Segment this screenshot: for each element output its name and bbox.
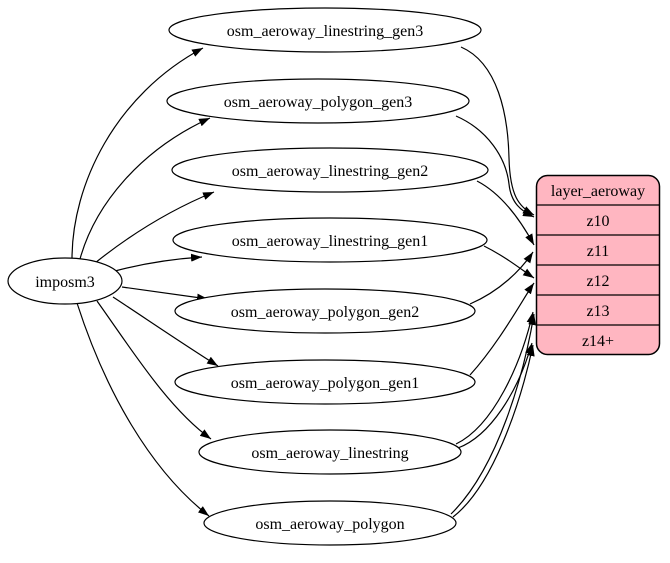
edge-osm-aeroway-linestring-gen1-to-z12: [483, 245, 535, 279]
node-osm-aeroway-polygon: osm_aeroway_polygon: [203, 500, 457, 546]
node-osm-aeroway-linestring: osm_aeroway_linestring: [198, 429, 462, 475]
table-ellipse: [168, 7, 482, 53]
table-label: osm_aeroway_polygon_gen2: [231, 304, 419, 321]
edge-osm-aeroway-linestring-gen3-to-z10: [460, 46, 535, 216]
table-label: osm_aeroway_linestring: [251, 445, 408, 462]
edge-osm-aeroway-polygon-to-z14plus: [452, 344, 535, 518]
edge-imposm3-to-osm-aeroway-polygon-gen2: [121, 286, 209, 302]
edge-osm-aeroway-polygon-gen3-to-z10: [455, 115, 535, 218]
table-ellipse: [174, 288, 476, 334]
edge-osm-aeroway-linestring-to-z14plus: [457, 342, 533, 449]
source-edges: [71, 47, 219, 517]
layer-edges: [450, 46, 537, 518]
table-ellipse: [198, 429, 462, 475]
layer-title: layer_aeroway: [551, 183, 645, 200]
edge-imposm3-to-osm-aeroway-linestring: [96, 300, 212, 440]
table-label: osm_aeroway_polygon_gen1: [231, 375, 419, 392]
row-z11: z11: [587, 243, 610, 260]
table-label: osm_aeroway_linestring_gen1: [232, 233, 428, 250]
edge-imposm3-to-osm-aeroway-polygon: [76, 302, 210, 517]
edge-osm-aeroway-linestring-gen2-to-z11: [476, 180, 535, 246]
table-label: osm_aeroway_linestring_gen2: [232, 163, 428, 180]
table-label: osm_aeroway_polygon_gen3: [224, 94, 412, 111]
imposm3-ellipse: [7, 257, 123, 305]
table-label: osm_aeroway_linestring_gen3: [227, 23, 423, 40]
table-ellipse: [166, 78, 470, 124]
node-osm-aeroway-polygon-gen1: osm_aeroway_polygon_gen1: [174, 359, 476, 405]
row-z10: z10: [586, 213, 609, 230]
table-ellipse: [171, 147, 489, 193]
edge-imposm3-to-osm-aeroway-polygon-gen1: [112, 296, 219, 367]
node-osm-aeroway-polygon-gen3: osm_aeroway_polygon_gen3: [166, 78, 470, 124]
edge-osm-aeroway-linestring-to-z13: [455, 311, 535, 445]
edge-imposm3-to-osm-aeroway-linestring-gen2: [94, 191, 215, 264]
edge-imposm3-to-osm-aeroway-polygon-gen3: [79, 117, 211, 260]
edge-osm-aeroway-polygon-gen1-to-z12: [469, 282, 535, 376]
row-z14plus: z14+: [582, 333, 614, 350]
table-ellipse: [203, 500, 457, 546]
row-z12: z12: [586, 273, 609, 290]
node-imposm3: imposm3: [7, 257, 123, 305]
table-ellipse: [172, 217, 488, 263]
edge-imposm3-to-osm-aeroway-linestring-gen3: [71, 47, 204, 260]
row-z13: z13: [586, 303, 609, 320]
node-layer-aeroway: layer_aeroway z10 z11 z12 z13 z14+: [535, 174, 661, 356]
table-ellipse: [174, 359, 476, 405]
imposm3-label: imposm3: [35, 274, 95, 291]
node-osm-aeroway-linestring-gen1: osm_aeroway_linestring_gen1: [172, 217, 488, 263]
table-label: osm_aeroway_polygon: [255, 516, 404, 533]
node-osm-aeroway-polygon-gen2: osm_aeroway_polygon_gen2: [174, 288, 476, 334]
edge-imposm3-to-osm-aeroway-linestring-gen1: [114, 253, 203, 272]
node-osm-aeroway-linestring-gen3: osm_aeroway_linestring_gen3: [168, 7, 482, 53]
node-osm-aeroway-linestring-gen2: osm_aeroway_linestring_gen2: [171, 147, 489, 193]
edge-osm-aeroway-polygon-gen2-to-z11: [469, 251, 534, 305]
edge-osm-aeroway-polygon-to-z13: [450, 313, 537, 515]
